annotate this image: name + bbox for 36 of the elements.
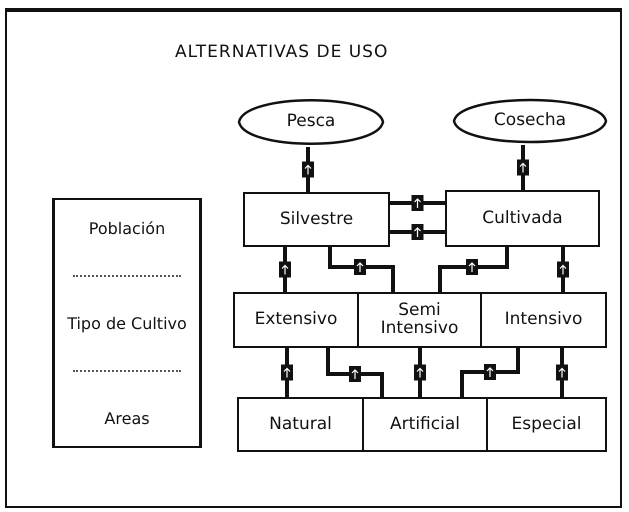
connector <box>278 247 292 292</box>
connector <box>280 348 294 397</box>
category-box <box>486 397 607 452</box>
node-label: Especial <box>510 416 583 434</box>
node-label: Pesca <box>286 113 336 131</box>
connector <box>460 348 520 397</box>
category-box <box>357 292 482 348</box>
connector <box>555 348 569 397</box>
category-box <box>362 397 488 452</box>
node-label: Artificial <box>389 416 461 434</box>
connector <box>413 348 427 397</box>
node-label: Intensivo <box>504 311 584 329</box>
connector <box>556 247 570 292</box>
category-box <box>243 192 390 247</box>
category-box <box>480 292 607 348</box>
node-label: Extensivo <box>254 311 338 329</box>
diagram-title: ALTERNATIVAS DE USO <box>175 42 388 62</box>
connector <box>516 145 530 190</box>
connector <box>390 223 445 241</box>
row-label: Areas <box>103 408 151 428</box>
connector <box>328 247 395 292</box>
node-label: Cultivada <box>481 210 564 228</box>
category-box <box>237 397 364 452</box>
category-box <box>445 190 600 247</box>
category-box <box>233 292 359 348</box>
connector <box>438 247 509 292</box>
connector <box>326 348 384 397</box>
connector <box>301 147 315 192</box>
row-label: Tipo de Cultivo <box>66 314 188 332</box>
node-label: Cosecha <box>492 112 568 130</box>
connector <box>390 194 445 212</box>
level-panel <box>52 198 202 448</box>
node-label: Semi Intensivo <box>380 302 460 338</box>
row-label: Población <box>88 218 166 238</box>
node-label: Natural <box>268 416 333 434</box>
node-label: Silvestre <box>278 210 354 228</box>
